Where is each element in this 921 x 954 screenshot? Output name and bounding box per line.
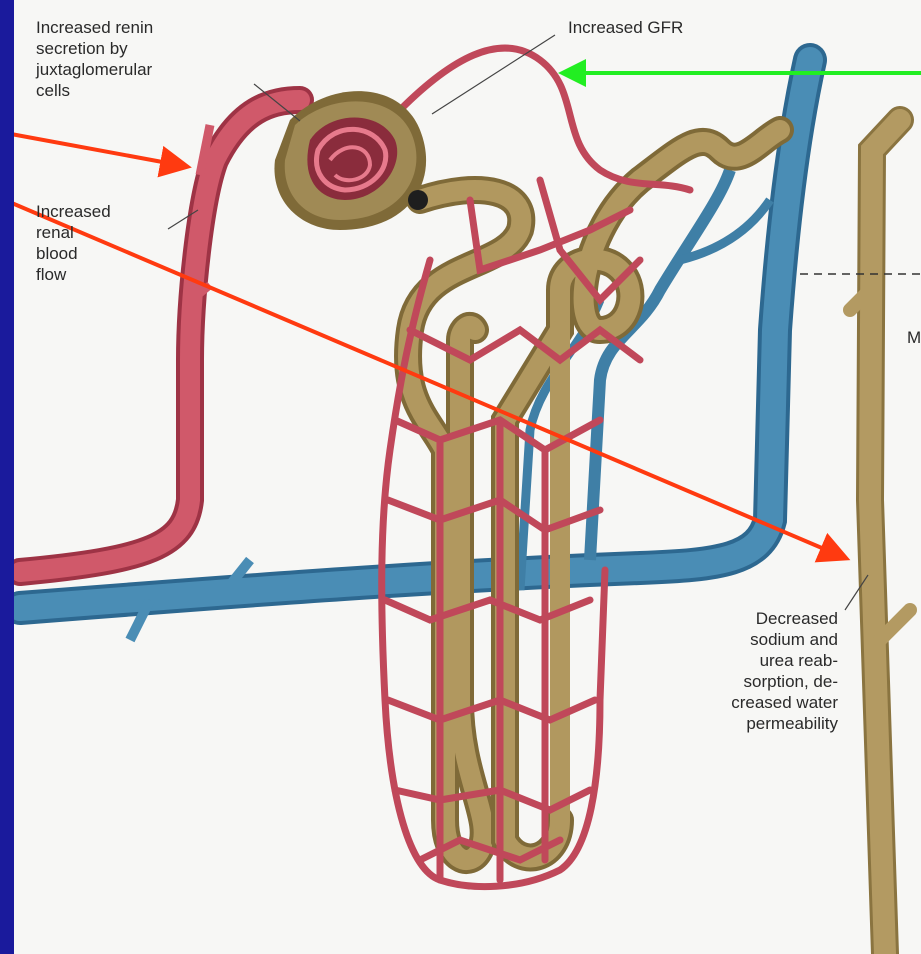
- label-decreased-sodium-urea-reabsorption: Decreased sodium and urea reab- sorption…: [654, 608, 838, 734]
- nephron-illustration: [14, 0, 921, 954]
- red-arrow-reabsorption: [14, 198, 843, 557]
- label-cut-off-letter: M: [907, 327, 921, 348]
- red-arrow-renin: [14, 132, 184, 166]
- illustration-panel: Increased renin secretion by juxtaglomer…: [14, 0, 921, 954]
- label-increased-gfr: Increased GFR: [568, 17, 683, 38]
- label-increased-renal-blood-flow: Increased renal blood flow: [36, 201, 111, 285]
- collecting-duct: [850, 120, 910, 954]
- label-increased-renin-secretion: Increased renin secretion by juxtaglomer…: [36, 17, 153, 101]
- renal-artery: [20, 100, 300, 572]
